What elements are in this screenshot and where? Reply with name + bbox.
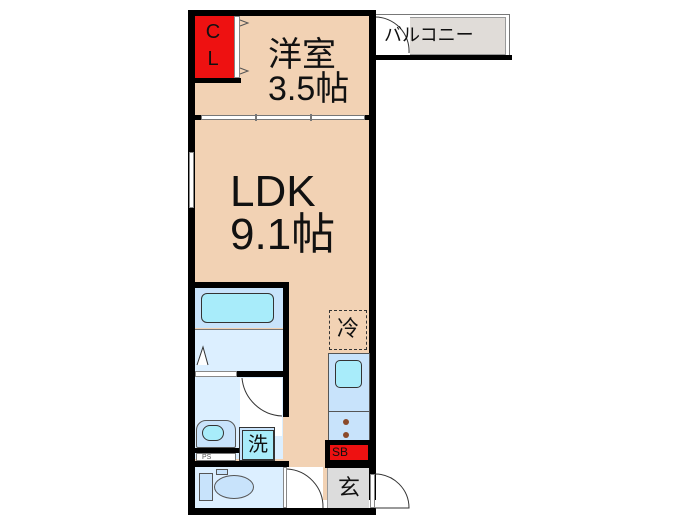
closet-label-c: C (205, 21, 221, 43)
stove-divider (328, 411, 370, 412)
washroom-door-swing (240, 377, 283, 436)
stove-burner (343, 419, 349, 425)
bath-door (195, 371, 237, 377)
refrigerator-space (329, 310, 367, 350)
entrance-step (327, 468, 328, 508)
bath-wall-right (283, 282, 289, 372)
front-door-swing (374, 473, 410, 509)
sliding-door (201, 115, 365, 120)
bath-wall-bottom (237, 371, 289, 377)
western-room-name: 洋室 (268, 36, 336, 74)
wall-left (188, 10, 195, 515)
closet (193, 14, 234, 80)
entrance-label: 玄 (337, 475, 360, 500)
toilet-door-frame (283, 467, 287, 508)
balcony-label: バルコニー (384, 25, 474, 45)
bathtub (201, 293, 274, 323)
toilet-wall-top (193, 461, 289, 467)
ldk-name: LDK (230, 167, 316, 216)
bath-door-mark (196, 345, 209, 366)
wall-top (188, 10, 376, 16)
wall-right-upper (369, 10, 376, 500)
window (189, 152, 194, 208)
sliding-door-divider (255, 114, 257, 121)
closet-door (234, 16, 240, 78)
wash-basin-bowl (202, 425, 224, 441)
toilet-door-swing (286, 467, 324, 509)
washer-label: 洗 (242, 430, 274, 460)
toilet-bowl (214, 475, 254, 499)
kitchen-sink (335, 360, 362, 388)
balcony-door-swing (374, 16, 410, 55)
closet-label-l: L (207, 48, 219, 70)
shoe-box (330, 445, 368, 460)
pipe-space-label: PS (202, 454, 212, 461)
stove-burner (343, 432, 349, 438)
bath-floor (195, 329, 283, 371)
shoe-box-label: SB (332, 445, 349, 459)
closet-wall (193, 78, 241, 83)
closet-door-marks (239, 19, 250, 75)
ps-wall (193, 448, 239, 453)
western-room-size: 3.5帖 (268, 70, 350, 108)
ldk-size: 9.1帖 (230, 210, 336, 259)
toilet-tank (199, 473, 213, 501)
toilet-lid (216, 469, 228, 475)
refrigerator-label: 冷 (336, 316, 359, 341)
balcony-wall (372, 55, 512, 60)
wash-wall-right (283, 377, 289, 417)
wall-bottom (188, 508, 376, 515)
sliding-door-divider (310, 114, 312, 121)
pipe-space (196, 453, 236, 461)
front-door-frame (370, 474, 375, 508)
entrance (327, 468, 369, 508)
bath-wall-top (193, 282, 289, 288)
